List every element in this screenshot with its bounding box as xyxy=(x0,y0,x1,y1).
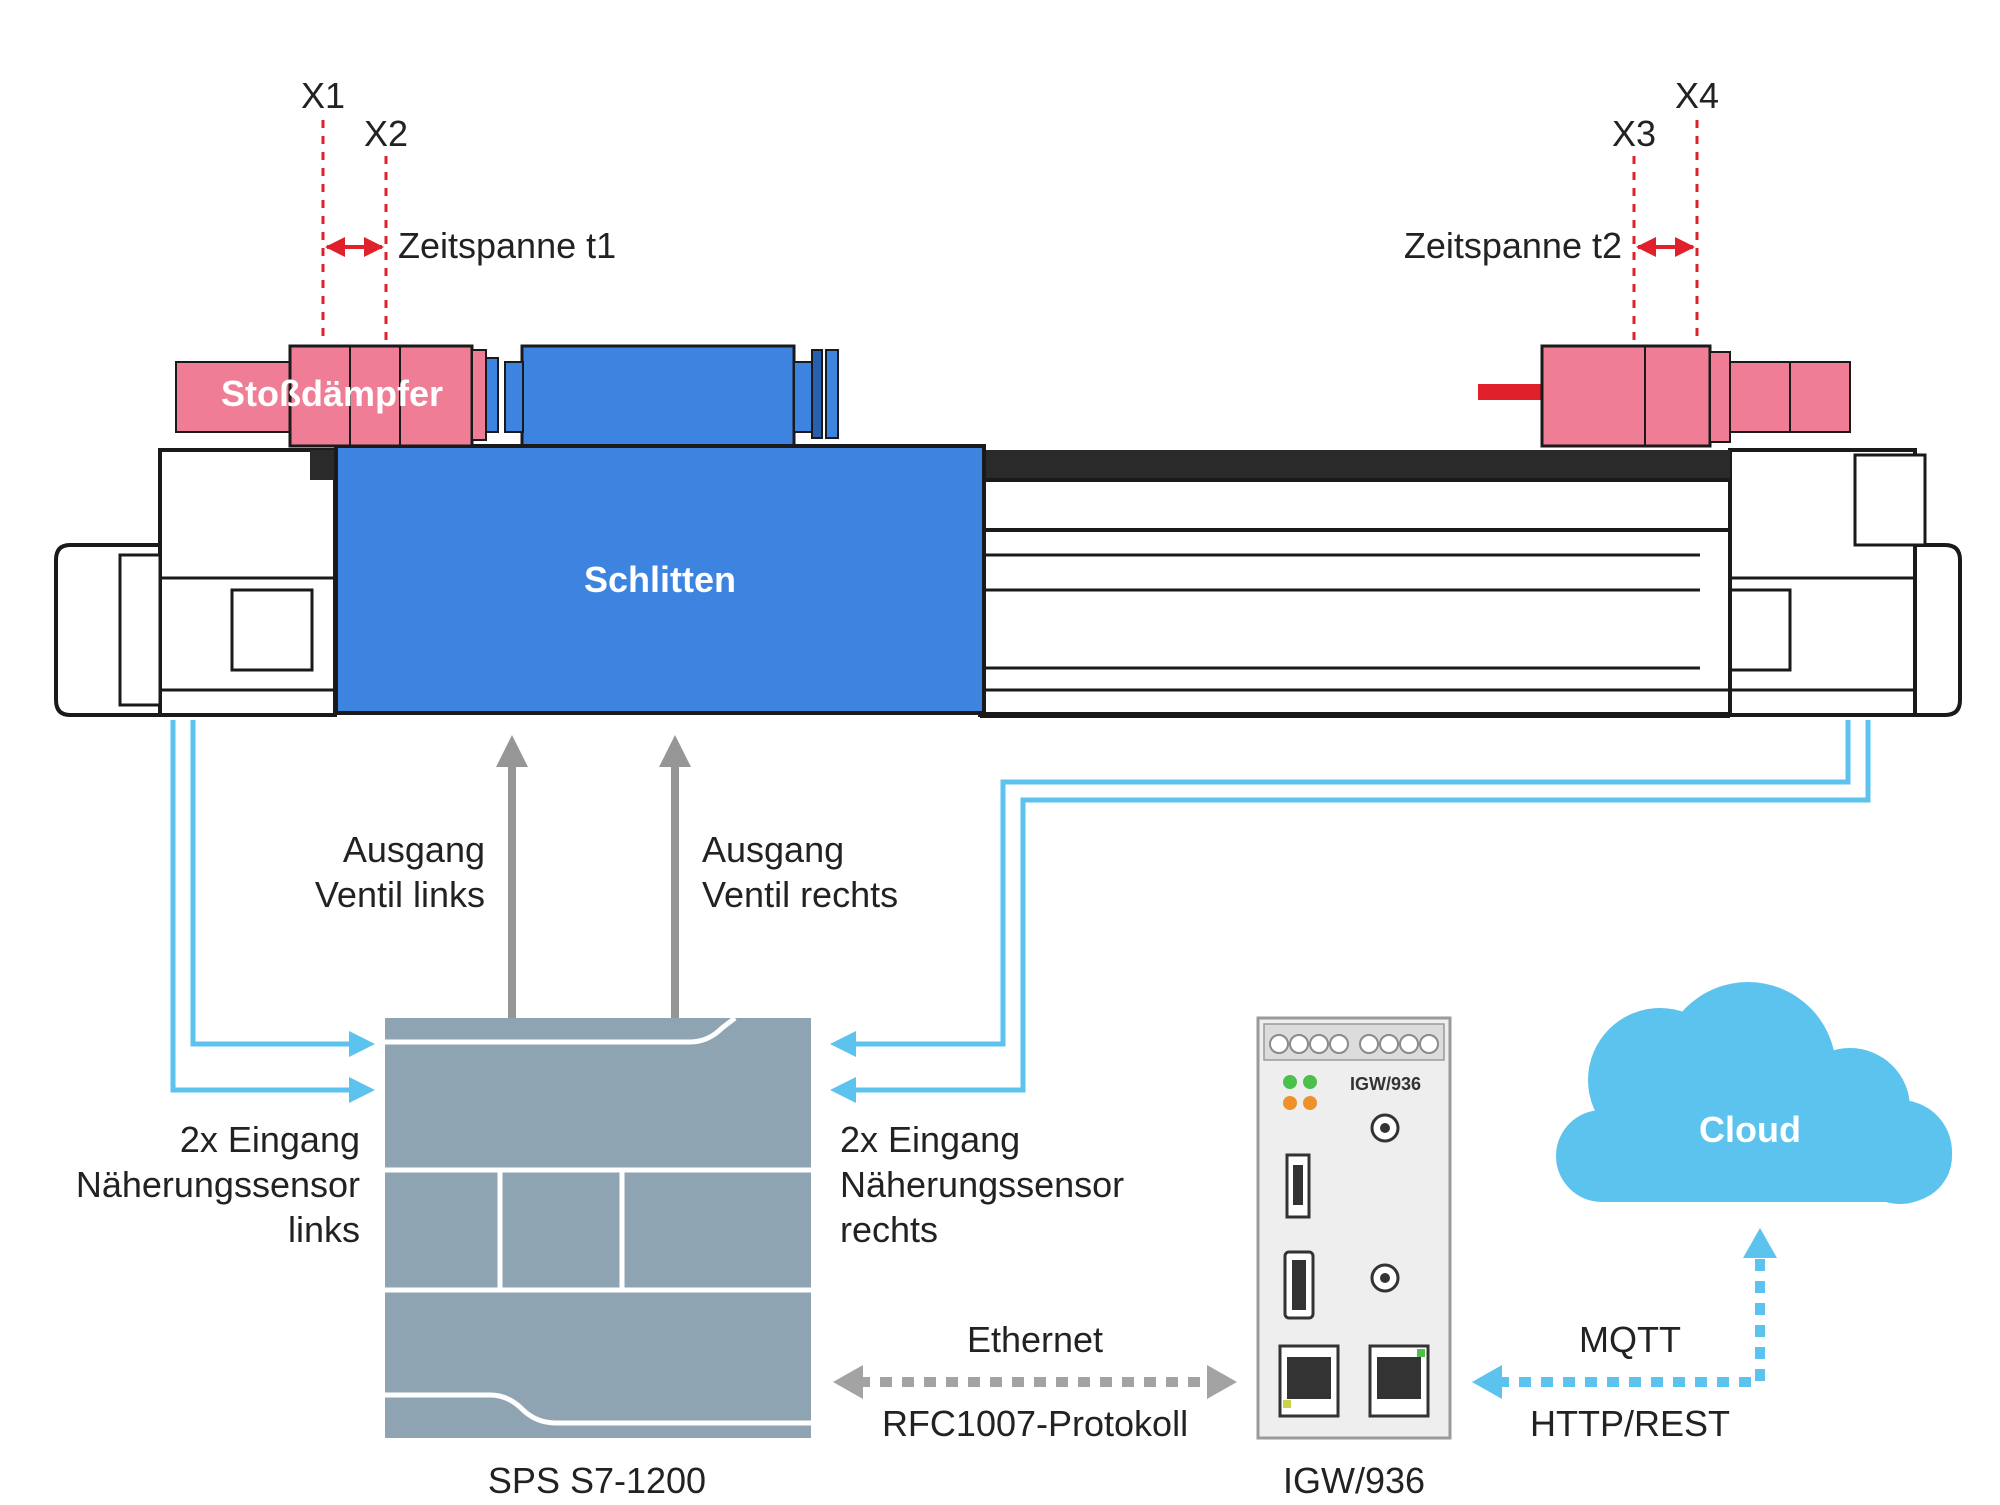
marker-x1-label: X1 xyxy=(301,75,345,116)
timespan-t2-label: Zeitspanne t2 xyxy=(1404,225,1622,266)
position-markers: X1 X2 X3 X4 Zeitspanne t1 Zeitspanne t2 xyxy=(301,75,1719,342)
marker-x4-label: X4 xyxy=(1675,75,1719,116)
gateway-device-text: IGW/936 xyxy=(1350,1074,1421,1094)
ethernet-line1: Ethernet xyxy=(967,1319,1103,1360)
gateway-led-orange-2 xyxy=(1303,1096,1317,1110)
input-right-line1: 2x Eingang xyxy=(840,1119,1020,1160)
carriage-body xyxy=(334,444,986,715)
axis-profile xyxy=(978,478,1732,717)
axis-left-block xyxy=(158,448,337,717)
plc-module xyxy=(385,1016,811,1438)
shock-absorber-right xyxy=(1478,344,1851,448)
input-left-line2: Näherungssensor xyxy=(76,1164,360,1205)
mqtt-line1: MQTT xyxy=(1579,1319,1681,1360)
carriage-label: Schlitten xyxy=(584,559,736,600)
marker-x3-label: X3 xyxy=(1612,113,1656,154)
sensor-line-right-2 xyxy=(845,720,1871,1093)
valve-output-arrows xyxy=(496,735,691,1020)
gateway-led-green-2 xyxy=(1303,1075,1317,1089)
output-left-line1: Ausgang xyxy=(343,829,485,870)
output-right-line1: Ausgang xyxy=(702,829,844,870)
gateway-label: IGW/936 xyxy=(1283,1460,1425,1500)
cloud-label: Cloud xyxy=(1699,1109,1801,1150)
linear-axis xyxy=(54,448,1962,718)
sensor-line-left-1 xyxy=(170,720,360,1093)
output-right-line2: Ventil rechts xyxy=(702,874,898,915)
plc-label: SPS S7-1200 xyxy=(488,1460,706,1500)
plc-body xyxy=(385,1018,811,1438)
gateway-device: IGW/936 xyxy=(1256,1016,1452,1440)
sensor-line-left-2 xyxy=(190,720,360,1047)
shock-absorber-left: Stoßdämpfer xyxy=(175,344,499,448)
carriage: Schlitten xyxy=(334,344,986,715)
output-left-line2: Ventil links xyxy=(315,874,485,915)
input-right-line2: Näherungssensor xyxy=(840,1164,1124,1205)
marker-x2-label: X2 xyxy=(364,113,408,154)
sensor-line-right-1 xyxy=(845,720,1851,1047)
shock-absorber-label: Stoßdämpfer xyxy=(221,373,443,414)
sensor-lines xyxy=(170,720,1871,1103)
timespan-t1-label: Zeitspanne t1 xyxy=(398,225,616,266)
shock-absorber-piston-rod xyxy=(1478,384,1542,400)
ethernet-link xyxy=(833,1365,1237,1399)
input-left-line1: 2x Eingang xyxy=(180,1119,360,1160)
mqtt-line2: HTTP/REST xyxy=(1530,1403,1730,1444)
carriage-top-block xyxy=(520,344,796,448)
ethernet-line2: RFC1007-Protokoll xyxy=(882,1403,1188,1444)
gateway-led-green-1 xyxy=(1283,1075,1297,1089)
cloud-icon xyxy=(1556,982,1952,1204)
input-left-line3: links xyxy=(288,1209,360,1250)
gateway-led-orange-1 xyxy=(1283,1096,1297,1110)
input-right-line3: rechts xyxy=(840,1209,938,1250)
